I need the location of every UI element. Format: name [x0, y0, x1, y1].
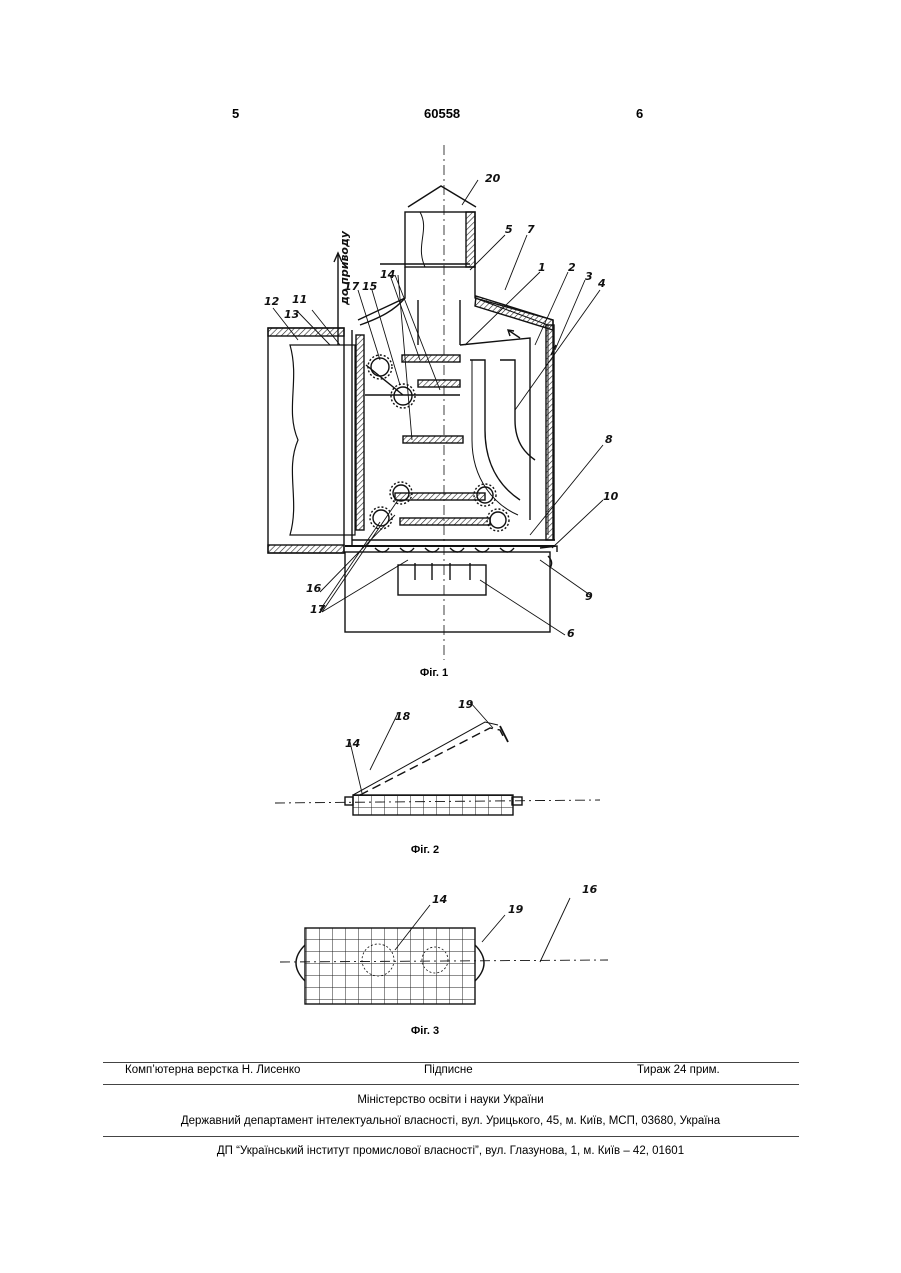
figure-2-caption: Фіг. 2: [385, 844, 465, 856]
label-14-fig2: 14: [345, 737, 360, 750]
circulation-note: Тираж 24 прим.: [637, 1064, 720, 1076]
figure-1-caption: Фіг. 1: [394, 667, 474, 679]
ministry-line: Міністерство освіти і науки України: [0, 1094, 901, 1106]
label-8: 8: [605, 433, 613, 446]
figure-1-labels: 20 5 7 1 2 3 4 12 11 13 17 15 14 8 10 9 …: [264, 172, 619, 640]
footer-rule-bottom: [103, 1136, 799, 1137]
institute-line: ДП “Український інститут промислової вла…: [0, 1145, 901, 1157]
label-12: 12: [264, 295, 280, 308]
department-line: Державний департамент інтелектуальної вл…: [0, 1115, 901, 1127]
label-18: 18: [395, 710, 411, 723]
figure-3-labels: 14 19 16: [432, 883, 598, 916]
label-17-lower: 17: [310, 603, 326, 616]
label-3: 3: [585, 270, 593, 283]
footer-rule-top: [103, 1062, 799, 1063]
label-13: 13: [284, 308, 300, 321]
figure-2-labels: 18 19 14: [345, 698, 474, 750]
signed-note: Підписне: [424, 1064, 473, 1076]
label-16: 16: [306, 582, 322, 595]
label-1: 1: [538, 261, 546, 274]
label-15: 15: [362, 280, 378, 293]
label-2: 2: [568, 261, 576, 274]
label-16-fig3: 16: [582, 883, 598, 896]
label-to-drive: до приводу: [338, 230, 351, 306]
label-19-fig3: 19: [508, 903, 524, 916]
figure-2-drawing: [275, 702, 600, 815]
label-5: 5: [505, 223, 513, 236]
label-10: 10: [603, 490, 619, 503]
label-14-fig3: 14: [432, 893, 447, 906]
label-19: 19: [458, 698, 474, 711]
label-9: 9: [585, 590, 593, 603]
label-11: 11: [292, 293, 307, 306]
label-14: 14: [380, 268, 395, 281]
label-7: 7: [527, 223, 535, 236]
label-4: 4: [597, 277, 606, 290]
figure-3-caption: Фіг. 3: [385, 1025, 465, 1037]
typesetting-credit: Комп’ютерна верстка Н. Лисенко: [125, 1064, 300, 1076]
figure-3-drawing: [280, 898, 608, 1004]
label-6: 6: [567, 627, 575, 640]
footer-rule-middle: [103, 1084, 799, 1085]
label-20: 20: [485, 172, 501, 185]
